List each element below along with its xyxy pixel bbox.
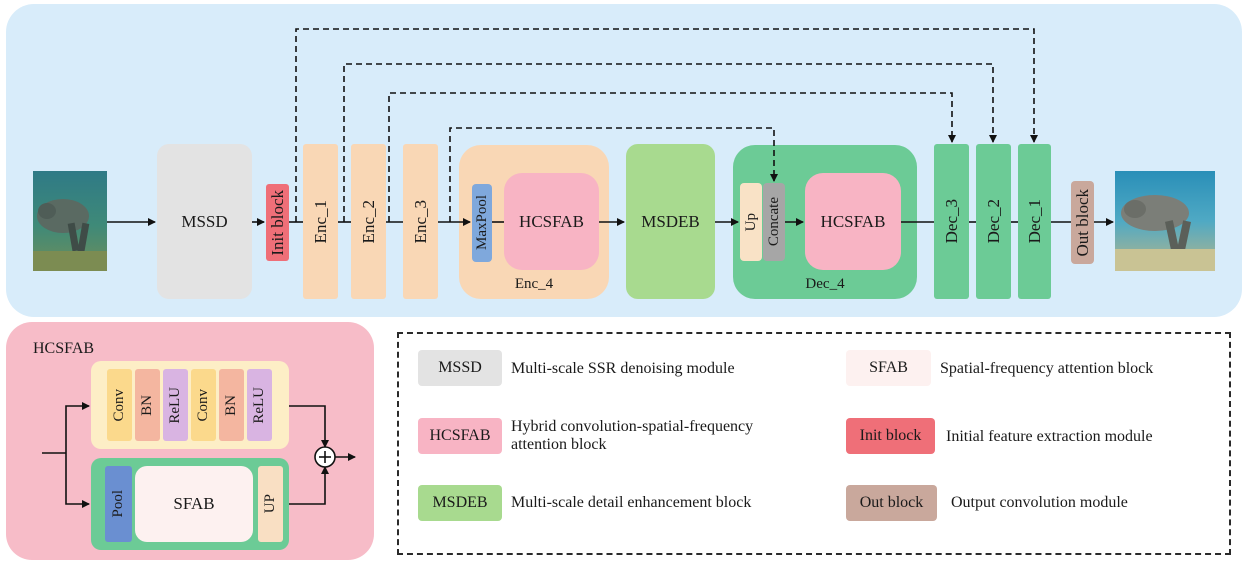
detail-top-to-sum (289, 405, 329, 448)
skip-init-dec1 (295, 28, 1038, 222)
legend-init-chip: Init block (846, 418, 935, 454)
msdeb-label: MSDEB (641, 211, 700, 231)
legend-out-chip: Out block (846, 485, 937, 521)
skip-enc2-dec3 (388, 92, 956, 222)
mssd-label: MSSD (181, 211, 228, 231)
branch-relu-2: ReLU (247, 369, 272, 441)
skip-enc3-concate (449, 127, 778, 222)
legend-sfab-chip: SFAB (846, 350, 931, 386)
legend-mssd-chip: MSSD (418, 350, 502, 386)
enc4-hcsfab-block: HCSFAB (504, 173, 599, 270)
output-image (1115, 171, 1215, 271)
dec1-block: Dec_1 (1018, 144, 1051, 299)
enc4-hcsfab-label: HCSFAB (519, 211, 584, 231)
skip-enc1-dec2 (343, 63, 997, 222)
legend-sfab-text: Spatial-frequency attention block (940, 360, 1154, 377)
branch-conv-2: Conv (191, 369, 216, 441)
hcsfab-detail-title: HCSFAB (33, 340, 95, 357)
maxpool-block: MaxPool (472, 184, 492, 262)
concate-block: Concate (763, 183, 785, 261)
input-image (33, 171, 107, 271)
out-block: Out block (1071, 181, 1094, 264)
detail-bottom-to-sum (289, 466, 329, 505)
dec4-caption: Dec_4 (805, 276, 845, 292)
enc4-caption: Enc_4 (514, 276, 554, 292)
sfab-label: SFAB (173, 494, 215, 513)
up-block: Up (740, 183, 762, 261)
enc3-block: Enc_3 (403, 144, 438, 299)
legend-hcsfab-chip: HCSFAB (418, 418, 502, 454)
legend-mssd-text: Multi-scale SSR denoising module (511, 360, 735, 377)
legend-msdeb-chip: MSDEB (418, 485, 502, 521)
sfab-block: SFAB (135, 466, 253, 542)
detail-split-top (65, 402, 90, 453)
legend-out-text: Output convolution module (951, 494, 1128, 511)
legend-hcsfab-text: Hybrid convolution-spatial-frequency att… (511, 418, 754, 453)
enc1-block: Enc_1 (303, 144, 338, 299)
branch-conv-1: Conv (107, 369, 132, 441)
sum-node-icon (314, 446, 336, 468)
legend-init-text: Initial feature extraction module (946, 428, 1153, 445)
legend-msdeb-text: Multi-scale detail enhancement block (511, 494, 752, 511)
up-detail-block: UP (258, 466, 283, 542)
dec3-block: Dec_3 (934, 144, 969, 299)
branch-bn-1: BN (135, 369, 160, 441)
branch-bn-2: BN (219, 369, 244, 441)
detail-split-bottom (65, 453, 90, 508)
msdeb-block: MSDEB (626, 144, 715, 299)
pool-block: Pool (105, 466, 132, 542)
mssd-block: MSSD (157, 144, 252, 299)
legend-box (397, 332, 1231, 555)
dec4-hcsfab-label: HCSFAB (820, 211, 886, 231)
dec2-block: Dec_2 (976, 144, 1011, 299)
branch-relu-1: ReLU (163, 369, 188, 441)
enc2-block: Enc_2 (351, 144, 386, 299)
dec4-hcsfab-block: HCSFAB (805, 173, 901, 270)
init-block: Init block (266, 184, 289, 261)
